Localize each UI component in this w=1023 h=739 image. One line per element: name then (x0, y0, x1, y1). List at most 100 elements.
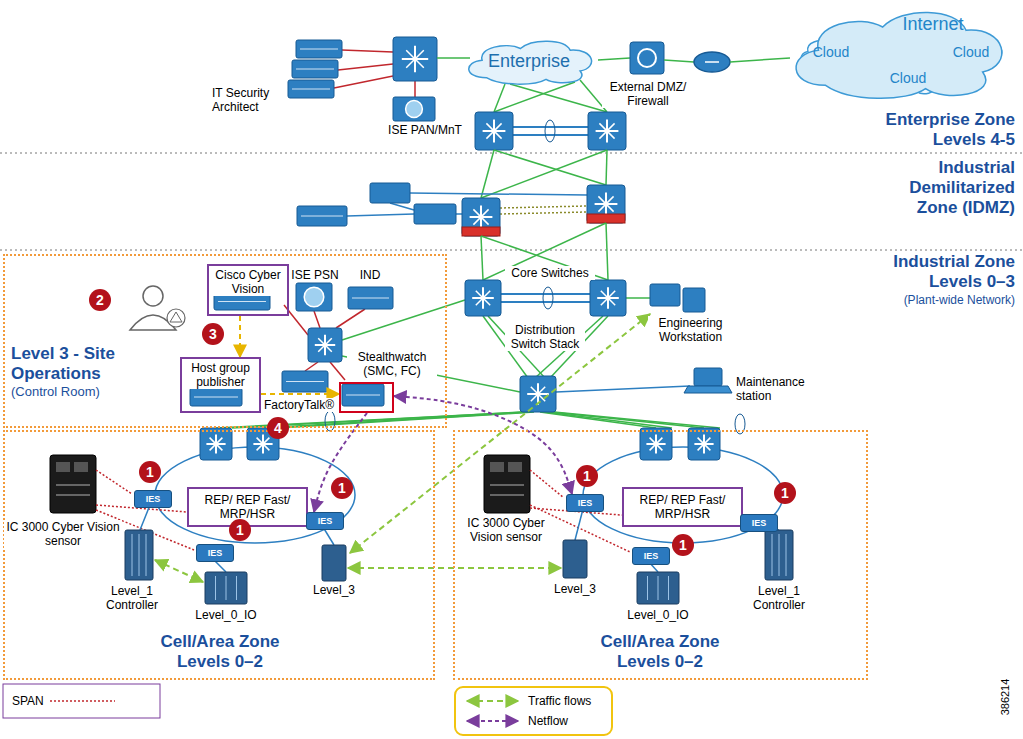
network-link (390, 203, 414, 210)
span-link (530, 470, 564, 498)
port-channel-mark (325, 411, 335, 431)
netflow-link (394, 396, 572, 494)
sensor-vent (56, 494, 90, 496)
zone-label: Enterprise Zone Levels 4-5 (870, 110, 1015, 150)
text-group: Cell/Area Zone Levels 0–2 (575, 632, 745, 672)
switch-arrow (698, 438, 711, 451)
server-icon (292, 60, 338, 78)
switch-arrow (650, 438, 663, 451)
device-label: Level_3 (545, 582, 605, 596)
node-text: Cloud (890, 70, 927, 86)
port-channel-mark (543, 287, 553, 309)
network-link (545, 412, 672, 428)
device-label: ISE PSN (290, 268, 340, 282)
switch-icon (587, 185, 625, 223)
node-text: IES (752, 518, 767, 528)
switch-arrow (318, 338, 332, 352)
switch-arrow (476, 291, 490, 305)
figure-number: 386214 (998, 672, 1012, 722)
text-group: Enterprise (458, 36, 600, 86)
network-link (330, 362, 345, 380)
group-box: REP/ REP Fast/ MRP/HSR (622, 487, 743, 527)
ies-switch: IES (196, 544, 234, 562)
globe-server-icon (296, 283, 332, 311)
server-slot (292, 89, 330, 90)
node-text: Host group publisher (184, 361, 257, 389)
switch-icon (520, 376, 556, 412)
switch-icon (590, 280, 626, 316)
switch-icon (308, 328, 342, 362)
legend-sample (50, 700, 115, 702)
group-box: Host group publisher (180, 357, 261, 413)
network-badge (167, 309, 185, 327)
ies-switch: IES (134, 490, 172, 508)
network-link (338, 64, 393, 70)
dmz-link (500, 206, 587, 208)
text-group: IES (633, 548, 669, 564)
network-link (513, 126, 588, 128)
network-link (501, 293, 590, 295)
laptop-screen (694, 368, 722, 386)
text-group: Internet (878, 14, 988, 35)
legend-box (455, 687, 612, 735)
server-icon (348, 287, 393, 309)
switch-arrow (601, 291, 615, 305)
zone-separator (0, 250, 1023, 251)
network-link (494, 150, 606, 185)
callout-number: 1 (576, 465, 598, 487)
server-icon (296, 40, 342, 58)
server-icon (297, 206, 347, 226)
switch-arrow (598, 196, 613, 211)
person-head (143, 286, 163, 306)
network-link (481, 150, 494, 198)
switch-arrow (531, 387, 545, 401)
network-link (513, 134, 588, 136)
text-group: IES (567, 495, 603, 511)
network-link (483, 223, 606, 280)
text-group: IES (197, 545, 233, 561)
controller-rack (765, 530, 793, 580)
zone-heading: Cell/Area Zone Levels 0–2 (575, 632, 745, 672)
network-link (664, 60, 694, 62)
network-link (305, 362, 318, 371)
server-slot (300, 49, 338, 50)
network-link (410, 193, 587, 195)
node-text: Cisco Cyber Vision (211, 268, 285, 296)
firewall-lens (638, 49, 656, 67)
zone-heading: Level 3 - Site Operations (11, 344, 176, 384)
switch-icon (370, 183, 410, 203)
switch-arrow (210, 438, 223, 451)
node-text: REP/ REP Fast/ MRP/HSR (626, 493, 739, 521)
network-link (730, 58, 790, 62)
network-link (342, 50, 393, 52)
server-tower (563, 540, 587, 578)
router-icon (694, 52, 730, 72)
switch-icon (462, 198, 500, 236)
text-group: REP/ REP Fast/ MRP/HSR (624, 489, 741, 525)
sensor-icon (484, 455, 530, 513)
server-icon (190, 388, 242, 406)
sensor-vent (56, 484, 90, 486)
device-label: Level_3 (304, 583, 364, 597)
device-label: FactoryTalk® (262, 398, 336, 412)
switch-arrow (210, 438, 223, 451)
ies-switch: IES (740, 514, 778, 532)
callout-number: 3 (202, 323, 224, 345)
callout-number: 1 (139, 461, 161, 483)
device-label: IT Security Architect (212, 86, 286, 114)
switch-arrow (318, 338, 332, 352)
network-link (140, 505, 150, 530)
workstation-tower (683, 288, 705, 312)
server-slot (218, 301, 266, 302)
switch-icon (688, 428, 720, 460)
host-group-flow (261, 393, 339, 395)
rack-slot (139, 534, 140, 576)
network-badge-mark (170, 312, 182, 322)
sensor-port (490, 462, 504, 472)
callout-number: 1 (331, 477, 353, 499)
network-link (334, 76, 393, 88)
controller-rack (205, 572, 247, 604)
node-text: IES (644, 551, 659, 561)
switch-arrow (406, 50, 424, 68)
controller-rack (125, 530, 153, 580)
